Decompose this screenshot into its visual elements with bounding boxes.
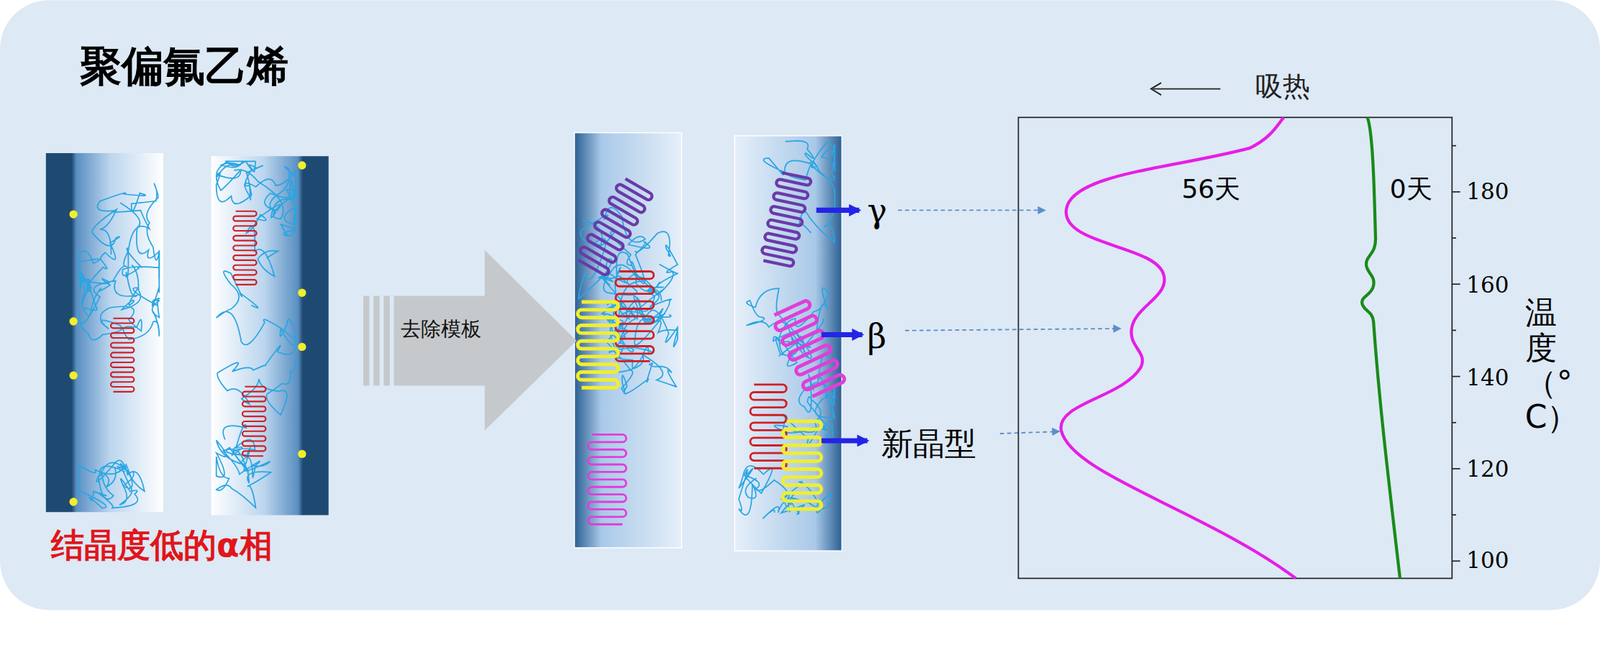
phase-label: β <box>867 317 888 357</box>
crystal-lamella <box>750 384 787 469</box>
phase-label: 结晶度低的α相 <box>51 526 273 565</box>
template-column <box>211 156 329 516</box>
crystal-lamella <box>242 387 266 457</box>
crystal-lamella <box>110 318 134 393</box>
polymer-chain <box>79 460 145 508</box>
process-label-box: 去除模板 <box>396 315 486 344</box>
polymer-chain <box>79 209 121 316</box>
tick-label: 160 <box>1466 272 1509 299</box>
film-column <box>574 133 683 549</box>
crystal-lamella <box>575 176 654 277</box>
crystal-lamella <box>587 434 626 525</box>
axis-tick <box>1451 283 1460 285</box>
panel <box>0 0 1600 611</box>
endotherm-arrow <box>1153 88 1221 90</box>
axis-tick <box>1451 330 1457 332</box>
axis-title: 温度（°C） <box>1525 295 1557 436</box>
dsc-chart <box>1018 82 1461 579</box>
axis-tick <box>1451 514 1457 516</box>
polymer-chain <box>216 425 272 509</box>
polymer-chain <box>216 271 297 416</box>
axis-tick <box>1451 376 1460 378</box>
axis-label: 吸热 <box>1255 71 1311 103</box>
polymer-chain <box>79 202 160 341</box>
curve-label: 0天 <box>1389 174 1433 204</box>
axis-tick <box>1451 560 1460 562</box>
phase-arrows <box>816 210 868 442</box>
crystal-lamella <box>233 211 257 285</box>
process-arrow <box>363 250 577 431</box>
crystal-lamella <box>770 300 846 399</box>
polymer-chain <box>578 207 660 300</box>
crystal-lamella <box>577 302 618 388</box>
leader-lines <box>897 210 1121 434</box>
tick-label: 140 <box>1466 365 1509 392</box>
process-label: 去除模板 <box>400 317 482 342</box>
axis-tick <box>1451 422 1457 424</box>
axis-tick <box>1451 145 1457 147</box>
curve-56d <box>1061 117 1297 579</box>
axis-tick <box>1451 191 1460 193</box>
crystal-lamella <box>782 421 822 510</box>
axis-tick <box>1451 237 1457 239</box>
crystal-lamella <box>759 171 811 267</box>
template-dots <box>69 161 306 506</box>
crystal-lamella <box>615 271 654 362</box>
polymer-chain <box>216 161 297 219</box>
phase-label: γ <box>867 192 888 231</box>
tick-label: 100 <box>1466 548 1509 575</box>
tick-label: 120 <box>1466 456 1509 483</box>
template-column <box>46 153 164 513</box>
curve-label: 56天 <box>1181 174 1241 204</box>
title: 聚偏氟乙烯 <box>79 42 289 91</box>
tick-label: 180 <box>1466 179 1509 206</box>
phase-label: 新晶型 <box>881 425 977 463</box>
axis-tick <box>1451 468 1460 470</box>
